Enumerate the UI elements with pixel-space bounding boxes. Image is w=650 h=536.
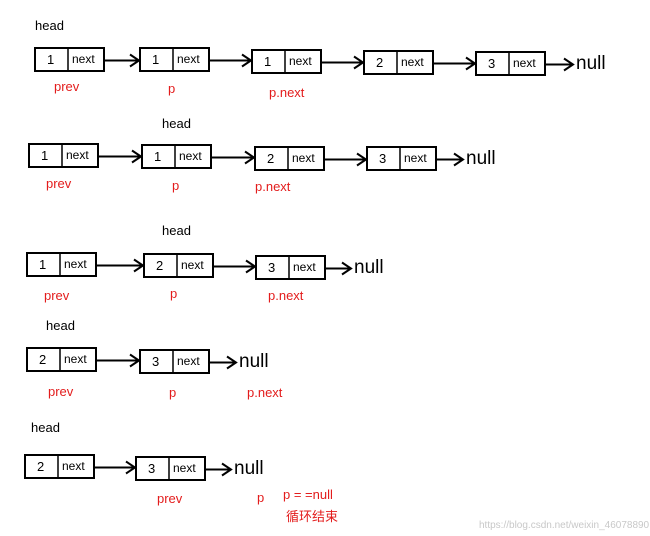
prev-label: prev: [48, 384, 74, 399]
head-label: head: [162, 223, 191, 238]
head-label: head: [162, 116, 191, 131]
list-node: 1 next: [139, 47, 210, 72]
null-arrow: [436, 152, 465, 167]
next-arrow: [213, 259, 257, 274]
node-value: 2: [156, 258, 163, 273]
loop-end-label: 循环结束: [286, 509, 338, 524]
row-4: 2 next 3 next null head prev p p.next: [26, 318, 283, 400]
null-terminator: null: [234, 458, 264, 479]
next-arrow: [209, 53, 253, 68]
list-node: 2 next: [24, 454, 95, 479]
node-next-field: next: [72, 52, 95, 66]
head-label: head: [31, 420, 60, 435]
next-arrow: [211, 150, 256, 165]
prev-label: prev: [44, 288, 70, 303]
node-value: 1: [47, 52, 54, 67]
null-arrow: [209, 355, 238, 370]
node-next-field: next: [179, 149, 202, 163]
p-next-label: p.next: [269, 85, 305, 100]
node-next-field: next: [404, 151, 427, 165]
node-value: 3: [379, 151, 386, 166]
head-label: head: [46, 318, 75, 333]
node-value: 2: [37, 459, 44, 474]
node-value: 2: [39, 352, 46, 367]
list-node: 1 next: [34, 47, 105, 72]
node-next-field: next: [181, 258, 204, 272]
null-arrow: [205, 462, 233, 477]
null-terminator: null: [239, 351, 269, 372]
next-arrow: [96, 353, 141, 368]
next-arrow: [321, 55, 365, 70]
list-node: 2 next: [143, 253, 214, 278]
null-terminator: null: [354, 257, 384, 278]
null-arrow: [545, 57, 575, 72]
next-arrow: [104, 53, 141, 68]
list-node: 1 next: [251, 49, 322, 74]
node-next-field: next: [292, 151, 315, 165]
node-next-field: next: [401, 55, 424, 69]
node-value: 3: [148, 461, 155, 476]
prev-label: prev: [46, 176, 72, 191]
node-next-field: next: [289, 54, 312, 68]
node-value: 2: [267, 151, 274, 166]
p-next-label: p.next: [255, 179, 291, 194]
p-next-label: p.next: [268, 288, 304, 303]
next-arrow: [433, 56, 477, 71]
node-next-field: next: [293, 260, 316, 274]
next-arrow: [94, 460, 137, 475]
node-value: 1: [152, 52, 159, 67]
node-next-field: next: [513, 56, 536, 70]
node-value: 1: [154, 149, 161, 164]
node-next-field: next: [64, 257, 87, 271]
row-2: 1 next 1 next 2 next 3 next null head prev p p.next: [28, 116, 496, 194]
node-value: 1: [41, 148, 48, 163]
null-arrow: [325, 261, 353, 276]
node-next-field: next: [173, 461, 196, 475]
node-value: 3: [488, 56, 495, 71]
node-next-field: next: [66, 148, 89, 162]
list-node: 3 next: [366, 146, 437, 171]
watermark: https://blog.csdn.net/weixin_46078890: [479, 520, 650, 531]
node-next-field: next: [64, 352, 87, 366]
head-label: head: [35, 18, 64, 33]
node-next-field: next: [177, 52, 200, 66]
node-value: 1: [264, 54, 271, 69]
list-node: 3 next: [255, 255, 326, 280]
next-arrow: [98, 149, 143, 164]
list-node: 1 next: [26, 252, 97, 277]
list-node: 1 next: [28, 143, 99, 168]
p-next-label: p.next: [247, 385, 283, 400]
list-node: 1 next: [141, 144, 212, 169]
p-label: p: [169, 385, 176, 400]
rows-layer: 1 next 1 next 1 next 2 next 3 next null head prev p p.…: [24, 18, 606, 506]
node-next-field: next: [62, 459, 85, 473]
p-label: p: [168, 81, 175, 96]
list-node: 3 next: [139, 349, 210, 374]
p-label: p: [257, 490, 264, 505]
loop-condition-label: p = =null: [283, 487, 333, 502]
row-3: 1 next 2 next 3 next null head prev p p.next: [26, 223, 384, 303]
list-node: 3 next: [135, 456, 206, 481]
node-value: 3: [268, 260, 275, 275]
list-node: 2 next: [363, 50, 434, 75]
prev-label: prev: [54, 79, 80, 94]
node-value: 2: [376, 55, 383, 70]
list-node: 2 next: [26, 347, 97, 372]
list-node: 3 next: [475, 51, 546, 76]
null-terminator: null: [576, 53, 606, 74]
node-value: 3: [152, 354, 159, 369]
row-5: 2 next 3 next null head prev p: [24, 420, 264, 506]
p-label: p: [170, 286, 177, 301]
p-label: p: [172, 178, 179, 193]
list-node: 2 next: [254, 146, 325, 171]
next-arrow: [96, 258, 145, 273]
null-terminator: null: [466, 148, 496, 169]
node-value: 1: [39, 257, 46, 272]
row-1: 1 next 1 next 1 next 2 next 3 next null head prev p p.…: [34, 18, 606, 100]
node-next-field: next: [177, 354, 200, 368]
next-arrow: [324, 152, 368, 167]
prev-label: prev: [157, 491, 183, 506]
